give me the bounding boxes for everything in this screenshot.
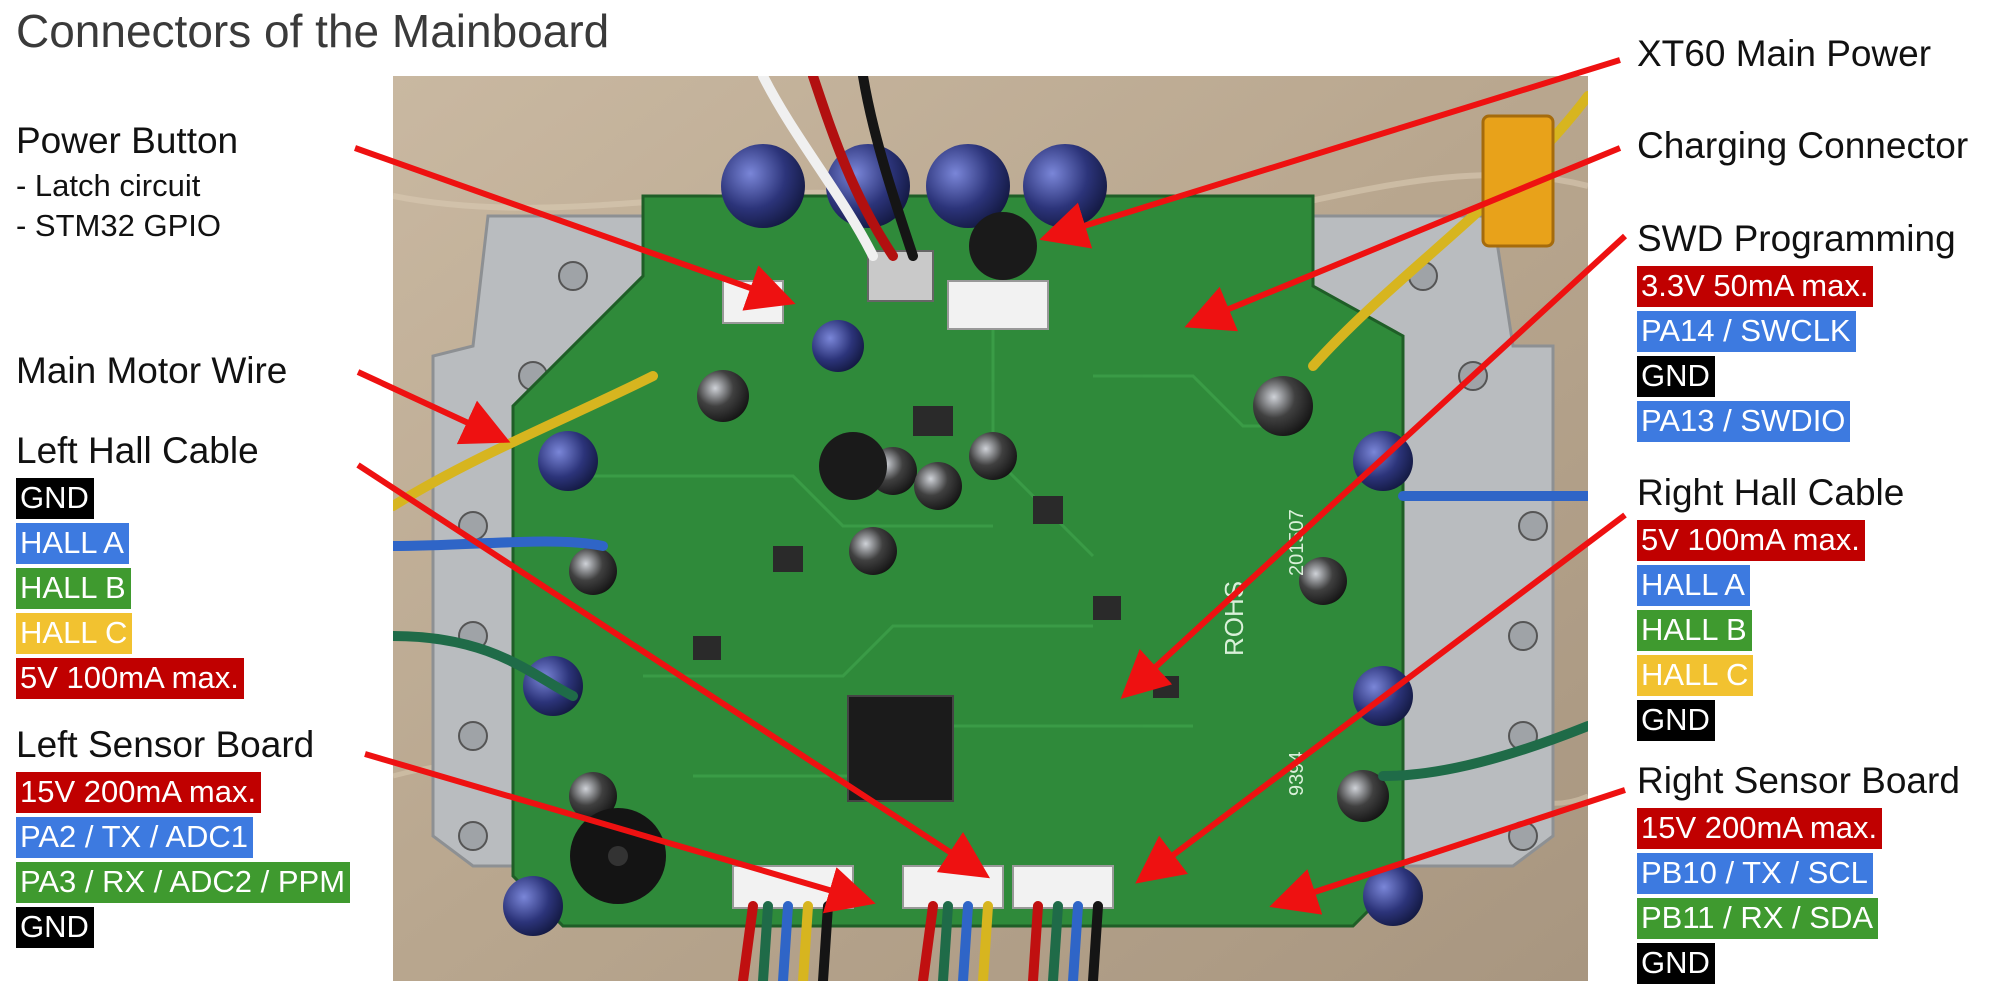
power-button-note-latch: - Latch circuit <box>16 168 201 203</box>
right-hall-pin-hall-c: HALL C <box>1637 655 1754 696</box>
right-hall-pin-gnd: GND <box>1637 700 1715 741</box>
left-hall-pin-hall-c: HALL C <box>16 613 133 654</box>
left-hall-group: Left Hall Cable GND HALL A HALL B HALL C… <box>16 430 259 703</box>
left-hall-title: Left Hall Cable <box>16 430 259 471</box>
right-sensor-pin-gnd: GND <box>1637 943 1715 984</box>
right-hall-pin-hall-b: HALL B <box>1637 610 1752 651</box>
xt60-title: XT60 Main Power <box>1637 33 1932 74</box>
mainboard-illustration: ROHS 201507 9394 <box>393 76 1588 981</box>
silkscreen-number: 9394 <box>1286 752 1308 797</box>
swd-title: SWD Programming <box>1637 218 1956 259</box>
right-sensor-group: Right Sensor Board 15V 200mA max. PB10 /… <box>1637 760 1960 988</box>
swd-pin-swclk: PA14 / SWCLK <box>1637 311 1856 352</box>
right-hall-pin-5v: 5V 100mA max. <box>1637 520 1865 561</box>
left-hall-pin-hall-b: HALL B <box>16 568 131 609</box>
charging-title: Charging Connector <box>1637 125 1969 166</box>
right-sensor-title: Right Sensor Board <box>1637 760 1960 801</box>
swd-pin-3v3: 3.3V 50mA max. <box>1637 266 1874 307</box>
left-sensor-group: Left Sensor Board 15V 200mA max. PA2 / T… <box>16 724 351 952</box>
left-sensor-pin-15v: 15V 200mA max. <box>16 772 262 813</box>
left-sensor-title: Left Sensor Board <box>16 724 315 765</box>
left-hall-pin-gnd: GND <box>16 478 94 519</box>
silkscreen-date: 201507 <box>1286 509 1308 576</box>
power-button-title: Power Button <box>16 120 239 161</box>
left-sensor-pin-pa3: PA3 / RX / ADC2 / PPM <box>16 862 351 903</box>
swd-pin-swdio: PA13 / SWDIO <box>1637 401 1851 442</box>
page-title: Connectors of the Mainboard <box>16 5 610 57</box>
swd-pin-gnd: GND <box>1637 356 1715 397</box>
right-hall-pin-hall-a: HALL A <box>1637 565 1750 606</box>
right-sensor-pin-pb11: PB11 / RX / SDA <box>1637 898 1879 939</box>
right-hall-title: Right Hall Cable <box>1637 472 1905 513</box>
swd-group: SWD Programming 3.3V 50mA max. PA14 / SW… <box>1637 218 1956 446</box>
left-sensor-pin-pa2: PA2 / TX / ADC1 <box>16 817 254 858</box>
right-sensor-pin-pb10: PB10 / TX / SCL <box>1637 853 1873 894</box>
silkscreen-rohs: ROHS <box>1219 581 1249 656</box>
left-hall-pin-5v: 5V 100mA max. <box>16 658 244 699</box>
left-sensor-pin-gnd: GND <box>16 907 94 948</box>
mainboard-photo: ROHS 201507 9394 <box>393 76 1588 981</box>
left-hall-pin-hall-a: HALL A <box>16 523 129 564</box>
main-motor-title: Main Motor Wire <box>16 350 288 391</box>
power-button-note-gpio: - STM32 GPIO <box>16 208 221 243</box>
right-sensor-pin-15v: 15V 200mA max. <box>1637 808 1883 849</box>
right-hall-group: Right Hall Cable 5V 100mA max. HALL A HA… <box>1637 472 1904 745</box>
